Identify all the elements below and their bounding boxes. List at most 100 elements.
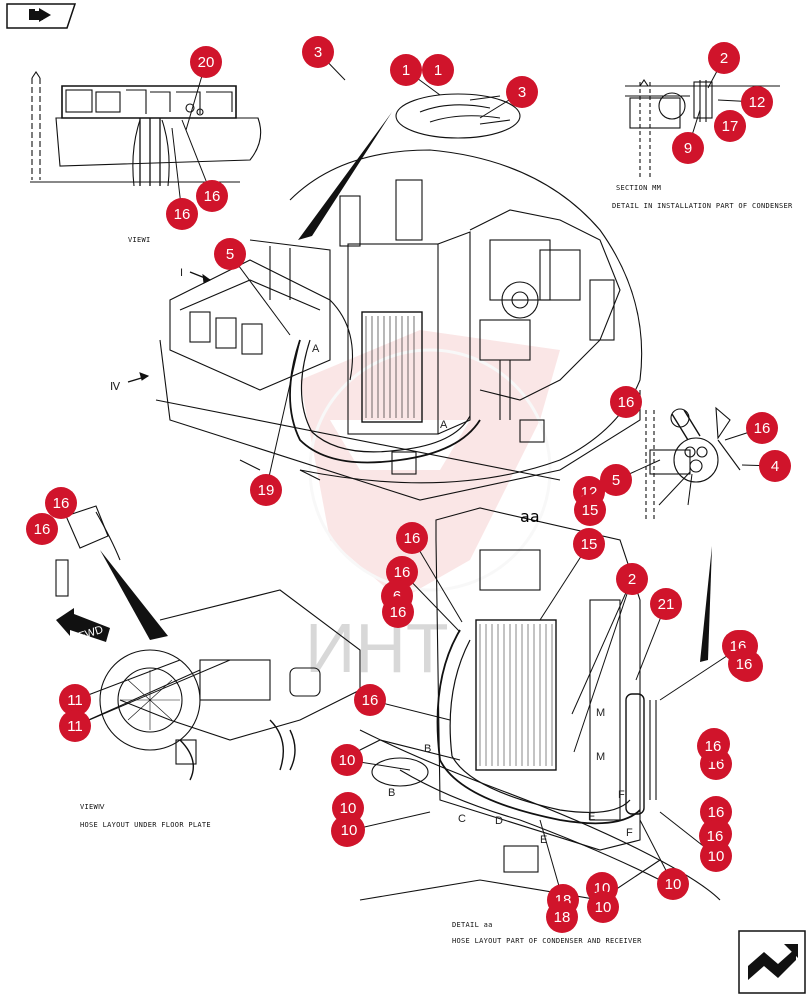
callout-number: 2	[720, 50, 728, 67]
callout-16[interactable]: 16	[26, 513, 58, 545]
callout-number: 16	[390, 604, 407, 621]
callout-16[interactable]: 16	[728, 648, 760, 680]
callout-number: 16	[705, 738, 722, 755]
view-iv-marker: Ⅳ	[110, 381, 121, 393]
callout-number: 3	[518, 84, 526, 101]
callout-number: 16	[754, 420, 771, 437]
callout-bubble	[214, 238, 246, 270]
callout-number: 11	[67, 718, 83, 735]
leader-line	[265, 339, 301, 491]
callout-12[interactable]: 12	[741, 86, 773, 118]
caption-view-i: VIEWI	[128, 236, 151, 244]
callout-bubble	[250, 474, 282, 506]
section-letter-d: D	[495, 815, 503, 827]
section-letter-a: A	[312, 343, 320, 355]
callout-9[interactable]: 9	[672, 132, 704, 164]
callout-1[interactable]: 1	[422, 54, 454, 86]
caption-view-iv: VIEWⅣ	[80, 803, 105, 811]
callout-number: 15	[581, 536, 598, 553]
callout-number: 1	[402, 62, 410, 79]
callout-16[interactable]: 16	[697, 730, 729, 762]
leader-line	[74, 659, 181, 701]
callout-bubble	[759, 450, 791, 482]
callout-17[interactable]: 17	[714, 110, 746, 142]
callout-number: 10	[595, 899, 612, 916]
callout-10[interactable]: 10	[333, 814, 365, 846]
callout-16[interactable]: 16	[382, 596, 414, 628]
caption-section-mm: SECTION MM	[616, 184, 662, 192]
callout-21[interactable]: 21	[650, 588, 682, 620]
section-letter-e: E	[540, 834, 547, 846]
next-page-button[interactable]	[738, 930, 806, 994]
section-letter-m: M	[596, 751, 605, 763]
callout-number: 16	[404, 530, 421, 547]
callout-bubble	[59, 710, 91, 742]
callout-16[interactable]: 16	[354, 684, 386, 716]
callout-10[interactable]: 10	[587, 891, 619, 923]
callout-3[interactable]: 3	[506, 76, 538, 108]
section-letter-c: C	[458, 813, 466, 825]
callout-number: 16	[618, 394, 635, 411]
callout-bubble	[708, 42, 740, 74]
callout-number: 21	[658, 596, 675, 613]
callout-10[interactable]: 10	[331, 744, 363, 776]
callout-16[interactable]: 16	[610, 386, 642, 418]
callout-number: 3	[314, 44, 322, 61]
callout-bubble	[333, 814, 365, 846]
callout-15[interactable]: 15	[574, 494, 606, 526]
view-i-inset	[30, 71, 262, 187]
section-letter-e: E	[588, 811, 595, 823]
callout-19[interactable]: 19	[250, 474, 282, 506]
fwd-arrow: FWD	[56, 608, 110, 643]
callout-20[interactable]: 20	[190, 46, 222, 78]
callout-number: 10	[341, 822, 358, 839]
callout-16[interactable]: 16	[699, 820, 731, 852]
section-letter-a: A	[440, 419, 448, 431]
callout-10[interactable]: 10	[657, 868, 689, 900]
previous-page-button[interactable]	[5, 2, 77, 30]
callout-5[interactable]: 5	[214, 238, 246, 270]
callout-16[interactable]: 16	[45, 487, 77, 519]
callout-number: 2	[628, 571, 636, 588]
callout-4[interactable]: 4	[759, 450, 791, 482]
condenser-detail	[339, 507, 721, 901]
callout-2[interactable]: 2	[708, 42, 740, 74]
callout-bubble	[390, 54, 422, 86]
callout-number: 18	[554, 909, 571, 926]
callout-number: 5	[612, 472, 620, 489]
leader-line	[571, 578, 633, 715]
callout-16[interactable]: 16	[166, 198, 198, 230]
callout-18[interactable]: 18	[546, 901, 578, 933]
callout-3[interactable]: 3	[302, 36, 334, 68]
view-arrows	[127, 271, 211, 383]
section-letter-f: F	[618, 789, 625, 801]
callout-5[interactable]: 5	[600, 464, 632, 496]
callout-bubble	[728, 648, 760, 680]
callout-16[interactable]: 16	[396, 522, 428, 554]
callout-16[interactable]: 16	[700, 796, 732, 828]
callout-16[interactable]: 16	[196, 180, 228, 212]
callout-number: 9	[684, 140, 692, 157]
callout-bubble	[616, 563, 648, 595]
callout-11[interactable]: 11	[59, 684, 91, 716]
callout-number: 16	[362, 692, 379, 709]
callout-11[interactable]: 11	[59, 710, 91, 742]
receiver-detail	[645, 406, 741, 520]
callout-15[interactable]: 15	[573, 528, 605, 560]
callout-bubble	[741, 86, 773, 118]
callout-bubble	[166, 198, 198, 230]
callout-bubble	[26, 513, 58, 545]
callout-bubble	[697, 730, 729, 762]
caption-hose-layout-floor: HOSE LAYOUT UNDER FLOOR PLATE	[80, 821, 211, 829]
watermark-logo	[300, 330, 560, 600]
callout-bubble	[610, 386, 642, 418]
callout-number: 16	[394, 564, 411, 581]
leader-line	[411, 537, 463, 623]
callout-16[interactable]: 16	[746, 412, 778, 444]
callout-2[interactable]: 2	[616, 563, 648, 595]
callout-1[interactable]: 1	[390, 54, 422, 86]
callout-16[interactable]: 16	[386, 556, 418, 588]
callout-number: 10	[340, 800, 357, 817]
callout-bubble	[587, 891, 619, 923]
callout-number: 1	[434, 62, 442, 79]
